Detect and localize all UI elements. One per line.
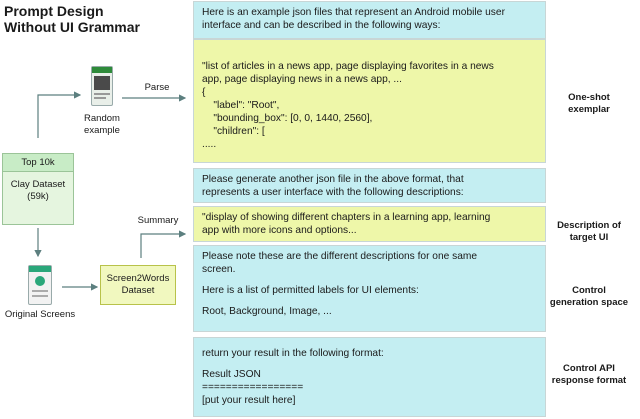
control-space-line-2: screen. — [202, 264, 236, 275]
example-json-line-2: app, page displaying news in a news app,… — [202, 74, 402, 85]
random-example-label: Random example — [72, 113, 132, 137]
screen2words-label: Screen2Words — [106, 273, 170, 284]
control-line-1: Control — [572, 285, 606, 296]
control-space-line-1: Please note these are the different desc… — [202, 251, 478, 262]
random-example-screenshot — [91, 66, 113, 106]
example-json-line-4: "label": "Root", — [202, 100, 280, 111]
example-json-line-5: "bounding_box": [0, 0, 1440, 2560], — [202, 113, 373, 124]
screen2words-box: Screen2Words Dataset — [100, 265, 176, 305]
screen2words-label-2: Dataset — [121, 285, 155, 296]
parse-label: Parse — [144, 82, 170, 93]
clay-dataset-count: (59k) — [27, 191, 49, 202]
original-screens-label: Original Screens — [4, 309, 76, 320]
permitted-labels-intro: Here is a list of permitted labels for U… — [202, 285, 419, 296]
example-json-line-7: ..... — [202, 139, 217, 150]
summary-label: Summary — [137, 215, 179, 226]
one-shot-line-2: exemplar — [568, 104, 610, 115]
result-placeholder: [put your result here] — [202, 395, 296, 406]
api-line-2: response format — [551, 375, 627, 386]
label-one-shot-exemplar: One-shot exemplar — [544, 92, 634, 116]
panel-example-json: "list of articles in a news app, page di… — [193, 39, 546, 163]
label-description-target: Description of target UI — [544, 220, 634, 244]
panel-control-space: Please note these are the different desc… — [193, 245, 546, 332]
top10k-header: Top 10k — [3, 154, 73, 172]
panel-intro: Here is an example json files that repre… — [193, 1, 546, 39]
random-example-label-line-1: Random — [84, 113, 120, 124]
control-line-2: generation space — [549, 297, 629, 308]
panel-generate-request: Please generate another json file in the… — [193, 168, 546, 203]
arrow-summary — [140, 230, 187, 258]
title-line-2: Without UI Grammar — [4, 19, 140, 35]
result-json-label: Result JSON — [202, 369, 261, 380]
panel-intro-line-1: Here is an example json files that repre… — [202, 7, 505, 18]
title-line-1: Prompt Design — [4, 3, 104, 19]
example-json-line-6: "children": [ — [202, 126, 265, 137]
example-json-line-1: "list of articles in a news app, page di… — [202, 61, 494, 72]
target-description-line-2: app with more icons and options... — [202, 225, 357, 236]
response-format-intro: return your result in the following form… — [202, 348, 384, 359]
permitted-labels-list: Root, Background, Image, ... — [202, 306, 332, 317]
target-line-2: target UI — [569, 232, 609, 243]
generate-request-line-2: represents a user interface with the fol… — [202, 187, 464, 198]
diagram-title: Prompt Design Without UI Grammar — [4, 3, 140, 35]
example-json-line-3: { — [202, 87, 206, 98]
one-shot-line-1: One-shot — [568, 92, 610, 103]
random-example-label-line-2: example — [84, 125, 120, 136]
original-screens-screenshot — [28, 265, 52, 305]
panel-response-format: return your result in the following form… — [193, 337, 546, 417]
arrow-to-random-example — [37, 91, 82, 138]
generate-request-line-1: Please generate another json file in the… — [202, 174, 464, 185]
target-line-1: Description of — [557, 220, 621, 231]
result-separator: ================= — [202, 382, 304, 393]
target-description-line-1: "display of showing different chapters i… — [202, 212, 491, 223]
panel-target-description: "display of showing different chapters i… — [193, 206, 546, 242]
panel-intro-line-2: interface and can be described in the fo… — [202, 20, 441, 31]
api-line-1: Control API — [563, 363, 615, 374]
label-control-generation: Control generation space — [544, 285, 634, 309]
label-control-api: Control API response format — [544, 363, 634, 387]
clay-dataset-box: Top 10k Clay Dataset (59k) — [2, 153, 74, 225]
clay-dataset-label: Clay Dataset — [10, 179, 66, 190]
